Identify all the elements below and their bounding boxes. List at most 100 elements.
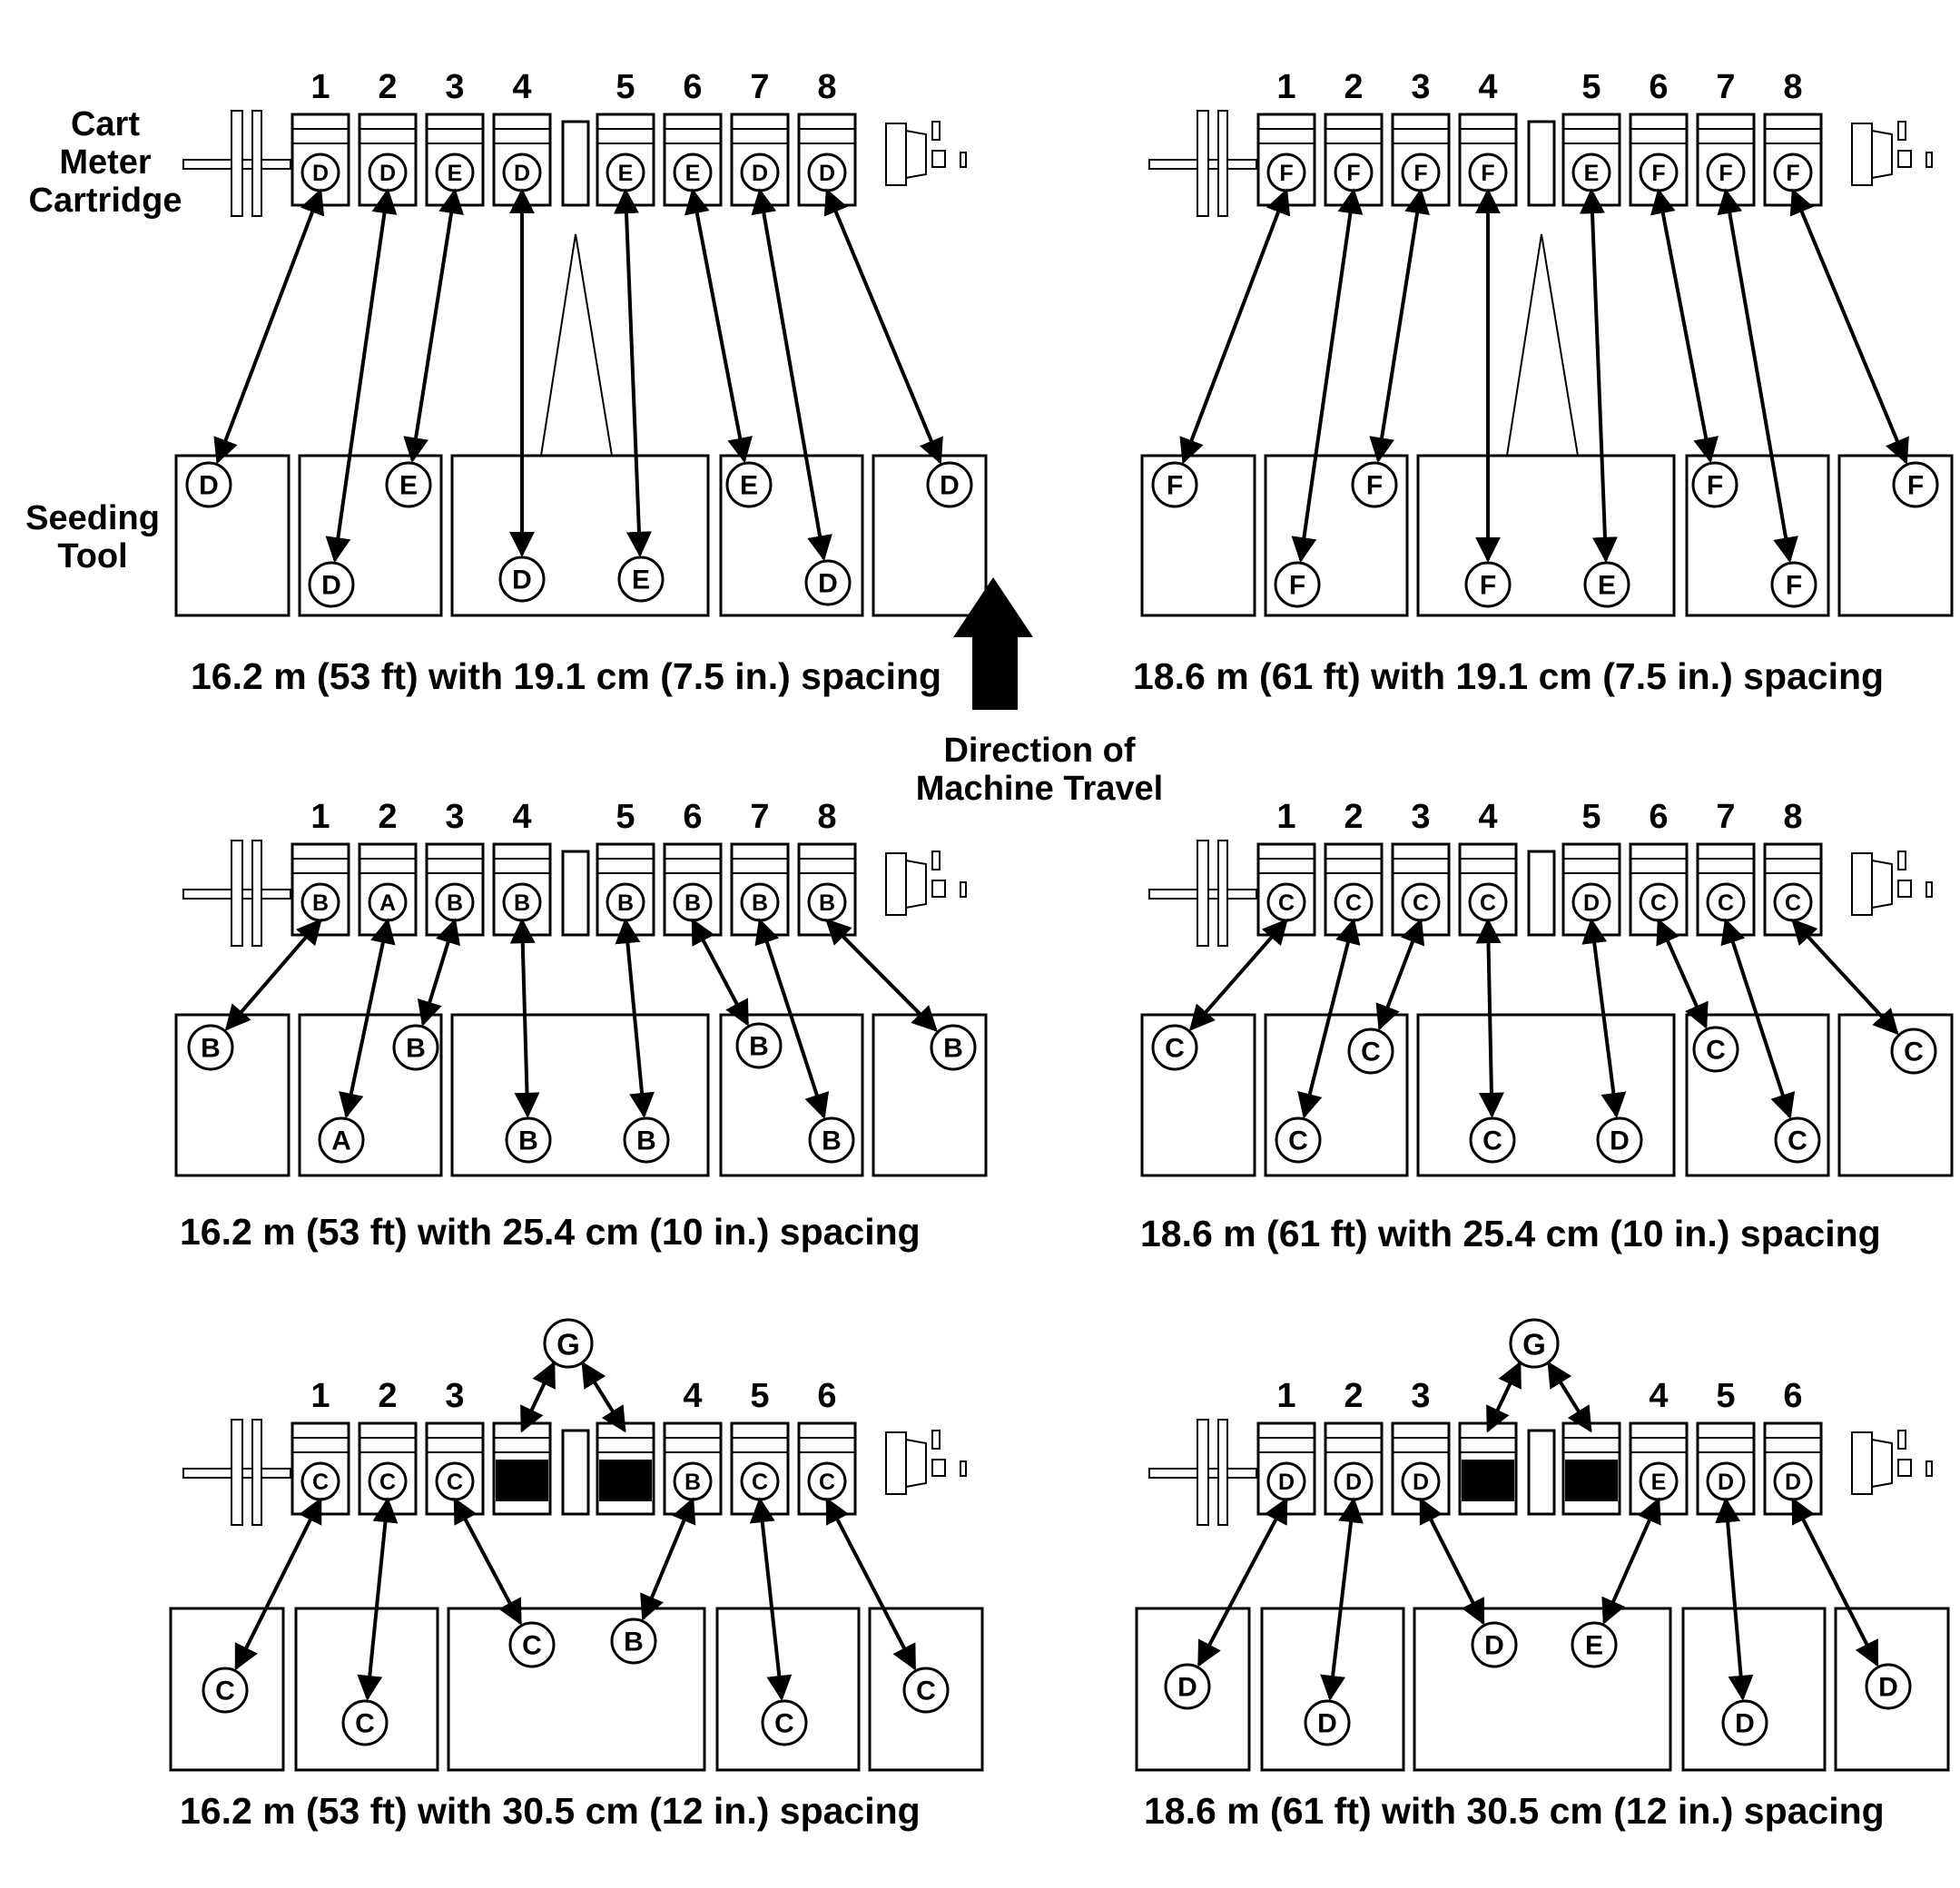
letter-text: C [1165,1034,1185,1064]
connection-arrow [339,918,396,1119]
cartridge-number: 7 [1716,798,1735,836]
connection-arrow [614,188,652,557]
cartridge-number: 3 [445,798,464,836]
direction-line1: Direction of [943,732,1136,770]
connection-arrow [1720,918,1796,1119]
cartridge-letter: C [300,1461,340,1501]
letter-circle [1509,1318,1560,1369]
letter-circle [1471,1621,1518,1668]
letter-circle [1347,1028,1394,1075]
connection-arrow [684,188,753,464]
letter-text: F [1289,571,1305,601]
meter-cartridge: E [1561,113,1621,207]
drive-cap-edge [905,1439,927,1488]
outlet-letter: C [1151,1024,1198,1071]
outlet-letter: C [508,1621,556,1668]
direction-of-travel-label: Direction of Machine Travel [890,732,1189,808]
letter-text: E [448,161,463,186]
connection-arrow [823,188,943,465]
shaft-plate [1217,1419,1228,1526]
blocked-cartridge [496,1460,548,1501]
direction-line2: Machine Travel [915,770,1164,808]
cartridge-letter: B [807,882,847,922]
outlet-letter: C [902,1667,950,1714]
outlet-letter: C [1692,1026,1739,1073]
letter-text: D [1785,1470,1801,1495]
letter-circle [1469,1116,1516,1164]
sensor-part [1926,152,1933,168]
seeding-tool-section [1413,1607,1672,1772]
letter-text: D [940,471,960,501]
connection-arrow [1419,1497,1485,1626]
letter-text: E [399,471,418,501]
letter-text: D [819,161,835,186]
cartridge-number: 5 [1581,798,1601,836]
sensor-part [960,881,967,898]
shaft-plate [1197,110,1209,217]
connection-arrow [1369,188,1430,464]
connection-arrow [357,1497,399,1701]
cartridge-letter: F [1639,152,1679,192]
cartridge-number: 2 [1344,798,1363,836]
letter-text: D [1878,1673,1898,1703]
cartridge-number: 1 [310,798,330,836]
meter-cartridge: C [291,1421,350,1516]
blocked-cartridge [1565,1460,1618,1501]
seeding-tool-line2: Tool [57,537,128,575]
cartridge-number: 2 [378,798,397,836]
letter-text: D [512,565,532,595]
outlet-letter: B [930,1024,977,1071]
letter-text: E [1584,161,1600,186]
drive-cap-edge [1871,130,1893,179]
cartridge-letter: C [1334,882,1374,922]
letter-circle [930,1024,977,1071]
letter-text: B [685,1470,701,1495]
cartridge-spacer [561,120,590,207]
cartridge-number: 6 [1649,798,1668,836]
cart-meter-cartridge-label: Cart Meter Cartridge [16,105,194,220]
outlet-letter: E [1571,1621,1618,1668]
connection-arrow [615,918,655,1118]
letter-text: E [1598,571,1616,601]
cartridge-number: 5 [616,798,635,836]
cartridge-number: 3 [445,68,464,106]
shaft-plate [231,1419,243,1526]
letter-text: B [749,1032,769,1062]
sensor-part [931,150,946,168]
cartridge-letter: E [1571,152,1611,192]
letter-text: E [685,161,701,186]
outlet-letter: C [1347,1028,1394,1075]
sensor-part [1926,881,1933,898]
cartridge-number: 6 [1649,68,1668,106]
letter-circle [761,1699,808,1746]
letter-text: E [1585,1631,1603,1661]
letter-text: C [1706,1036,1726,1066]
connection-arrow [1581,918,1627,1118]
cartridge-letter: A [368,882,408,922]
cartridge-spacer [561,1429,590,1516]
letter-text: C [819,1470,835,1495]
letter-text: C [1278,890,1295,916]
letter-text: D [1484,1631,1504,1661]
letter-circle [1571,1621,1618,1668]
cartridge-number: 5 [1581,68,1601,106]
blocked-cartridge [1462,1460,1514,1501]
connection-arrow [234,1497,322,1671]
letter-text: A [331,1126,351,1156]
cartridge-letter: C [1401,882,1441,922]
cartridge-letter: C [1468,882,1508,922]
shaft-plate [1217,110,1228,217]
letter-text: E [632,565,650,595]
cartridge-letter: D [300,152,340,192]
connection-arrow [224,918,322,1031]
letter-text: D [1735,1709,1755,1739]
letter-text: F [1707,471,1723,501]
letter-text: C [522,1631,542,1661]
letter-text: C [916,1677,936,1706]
letter-text: B [406,1034,426,1064]
letter-text: F [1651,161,1665,186]
connection-arrow [1475,918,1504,1118]
letter-circle [1464,561,1512,608]
panel-2-caption: 18.6 m (61 ft) with 19.1 cm (7.5 in.) sp… [1133,655,1885,697]
connection-arrow [1375,918,1425,1031]
